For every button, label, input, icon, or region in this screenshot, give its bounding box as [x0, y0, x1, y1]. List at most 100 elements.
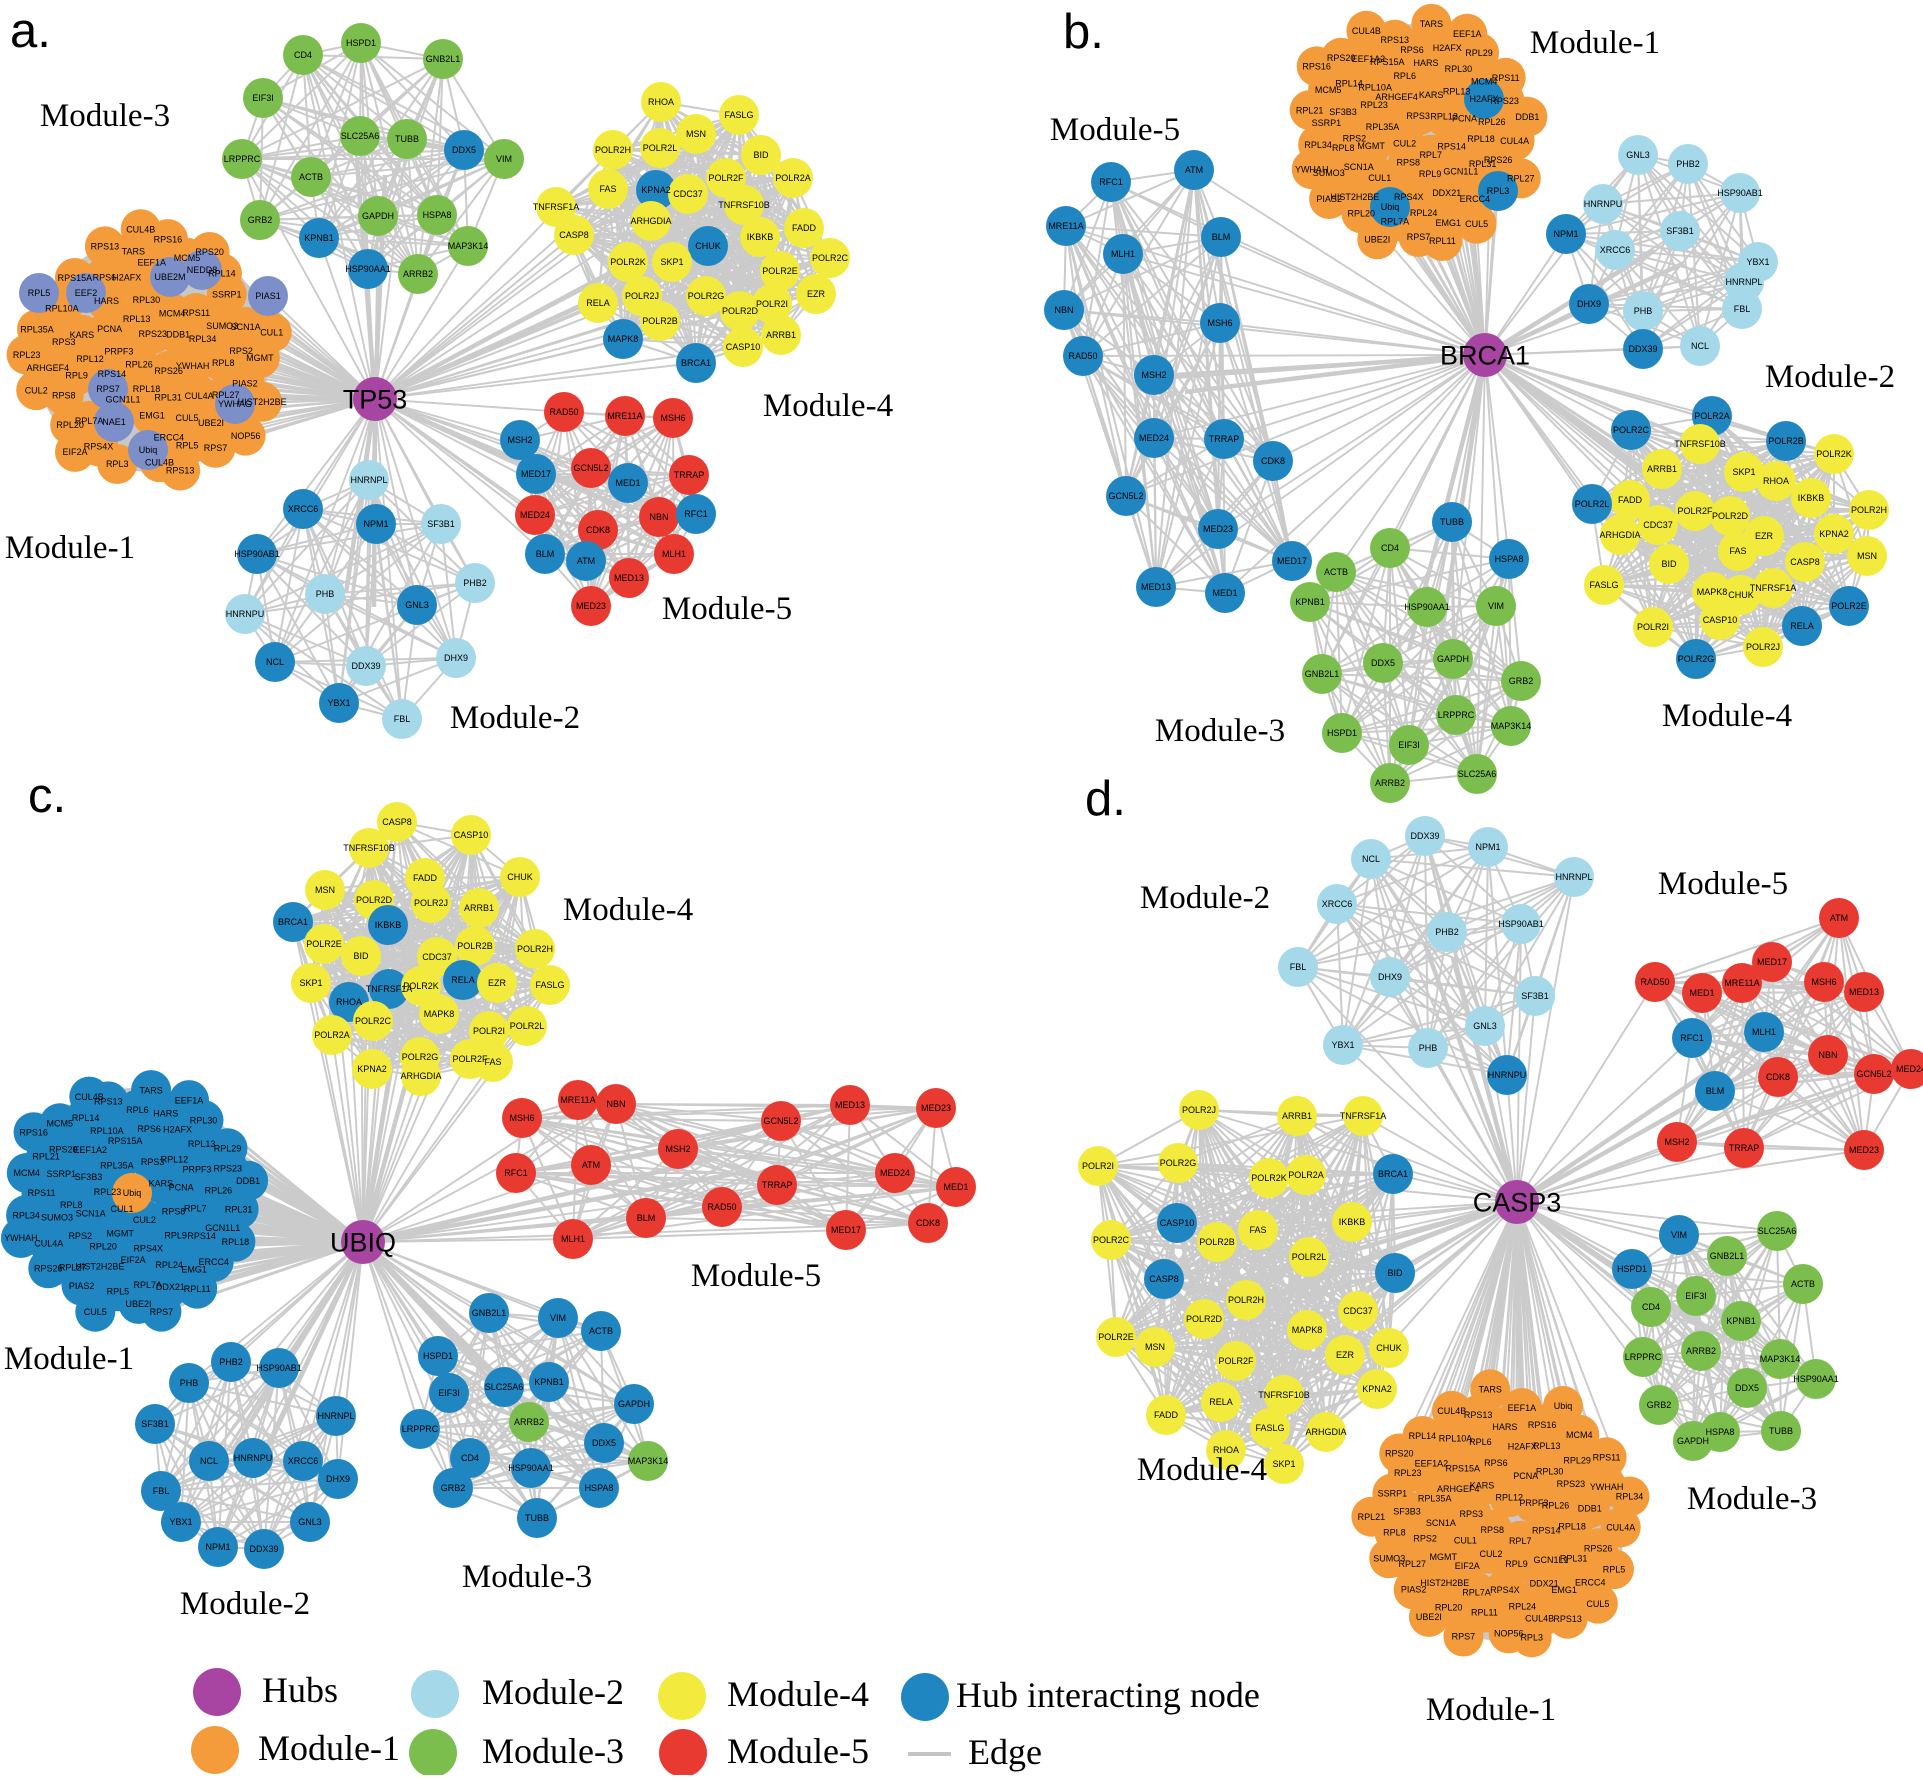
svg-text:HSPD1: HSPD1	[423, 1351, 453, 1361]
svg-text:RPL21: RPL21	[1358, 1512, 1386, 1522]
svg-text:RPS23: RPS23	[214, 1163, 243, 1173]
svg-text:YBX1: YBX1	[169, 1517, 192, 1527]
svg-text:UBE2I: UBE2I	[1364, 234, 1390, 244]
svg-text:PHB2: PHB2	[219, 1357, 243, 1367]
svg-text:RPL6: RPL6	[1393, 71, 1416, 81]
svg-text:KARS: KARS	[1470, 1481, 1495, 1491]
svg-text:RPS4X: RPS4X	[84, 442, 114, 452]
svg-text:CASP8: CASP8	[559, 230, 589, 240]
svg-text:POLR2E: POLR2E	[1098, 1332, 1134, 1342]
svg-text:Module-5: Module-5	[727, 1731, 869, 1771]
svg-text:RPS4X: RPS4X	[133, 1243, 163, 1253]
svg-text:NCL: NCL	[1691, 341, 1709, 351]
svg-text:POLR2B: POLR2B	[1768, 436, 1804, 446]
svg-text:EIF3I: EIF3I	[252, 93, 274, 103]
svg-text:EEF2: EEF2	[75, 288, 98, 298]
svg-text:RPL8: RPL8	[60, 1200, 83, 1210]
svg-text:XRCC6: XRCC6	[1600, 245, 1631, 255]
svg-text:HSP90AA1: HSP90AA1	[1404, 602, 1450, 612]
svg-text:CUL4A: CUL4A	[185, 391, 214, 401]
svg-text:MRE11A: MRE11A	[560, 1095, 595, 1105]
svg-text:HNRNPU: HNRNPU	[234, 1453, 273, 1463]
svg-text:FAS: FAS	[484, 1057, 501, 1067]
svg-text:RPS6: RPS6	[93, 273, 117, 283]
svg-text:POLR2G: POLR2G	[402, 1052, 439, 1062]
svg-text:RPL7A: RPL7A	[75, 416, 104, 426]
svg-text:FBL: FBL	[153, 1486, 170, 1496]
svg-text:RPS16: RPS16	[1528, 1420, 1557, 1430]
svg-text:MCM5: MCM5	[1315, 85, 1342, 95]
svg-text:POLR2E: POLR2E	[306, 939, 342, 949]
svg-text:SCN1A: SCN1A	[76, 1209, 106, 1219]
svg-text:RHOA: RHOA	[1763, 476, 1789, 486]
svg-text:MAPK8: MAPK8	[1697, 587, 1728, 597]
svg-text:MED24: MED24	[880, 1168, 910, 1178]
svg-text:HNRNPL: HNRNPL	[350, 475, 387, 485]
svg-text:MCM5: MCM5	[174, 253, 201, 263]
svg-text:POLR2H: POLR2H	[1851, 505, 1887, 515]
svg-text:CUL1: CUL1	[1368, 173, 1391, 183]
svg-text:CASP8: CASP8	[1149, 1274, 1179, 1284]
svg-text:KPNB1: KPNB1	[1726, 1316, 1756, 1326]
svg-text:TARS: TARS	[139, 1085, 162, 1095]
svg-text:RPL29: RPL29	[1465, 48, 1493, 58]
svg-text:MSH2: MSH2	[507, 435, 532, 445]
svg-text:RHOA: RHOA	[648, 97, 674, 107]
svg-text:POLR2C: POLR2C	[1093, 1235, 1130, 1245]
svg-text:TUBB: TUBB	[1440, 517, 1464, 527]
svg-text:RPS13: RPS13	[166, 466, 195, 476]
svg-text:RPL5: RPL5	[28, 288, 51, 298]
svg-text:EZR: EZR	[488, 978, 507, 988]
svg-text:RPL7A: RPL7A	[134, 1280, 163, 1290]
svg-text:XRCC6: XRCC6	[1322, 899, 1353, 909]
svg-text:KARS: KARS	[70, 330, 95, 340]
svg-text:RPS7: RPS7	[150, 1307, 174, 1317]
svg-text:RPS20: RPS20	[1385, 1449, 1414, 1459]
svg-text:POLR2G: POLR2G	[1678, 654, 1715, 664]
svg-text:CDK8: CDK8	[1766, 1072, 1790, 1082]
svg-text:CHUK: CHUK	[1376, 1343, 1402, 1353]
svg-text:KPNB1: KPNB1	[304, 233, 334, 243]
svg-text:POLR2B: POLR2B	[642, 316, 678, 326]
svg-text:d.: d.	[1085, 772, 1126, 826]
svg-text:SLC25A6: SLC25A6	[1458, 769, 1497, 779]
svg-text:POLR2L: POLR2L	[1292, 1252, 1327, 1262]
svg-text:RPL9: RPL9	[164, 1230, 187, 1240]
svg-text:FADD: FADD	[1154, 1410, 1179, 1420]
svg-text:TNFRSF1A: TNFRSF1A	[366, 984, 413, 994]
svg-text:MCM4: MCM4	[1566, 1430, 1593, 1440]
svg-text:DDX39: DDX39	[1410, 831, 1439, 841]
svg-text:c.: c.	[28, 769, 66, 823]
svg-text:RPL12: RPL12	[76, 354, 104, 364]
svg-text:IKBKB: IKBKB	[1798, 493, 1825, 503]
svg-text:MRE11A: MRE11A	[1724, 978, 1759, 988]
svg-text:Module-3: Module-3	[1687, 1481, 1817, 1517]
svg-text:LRPPRC: LRPPRC	[402, 1424, 439, 1434]
svg-text:HSP90AA1: HSP90AA1	[345, 264, 391, 274]
svg-text:UBE2M: UBE2M	[154, 272, 185, 282]
svg-text:DDB1: DDB1	[1578, 1503, 1602, 1513]
svg-text:FADD: FADD	[413, 873, 438, 883]
svg-text:RPL31: RPL31	[1560, 1554, 1588, 1564]
svg-text:PHB2: PHB2	[1435, 927, 1459, 937]
svg-text:RPS3: RPS3	[1406, 111, 1430, 121]
svg-text:CDK8: CDK8	[1261, 456, 1285, 466]
svg-text:RPL27: RPL27	[59, 1262, 87, 1272]
svg-text:RPS14: RPS14	[98, 369, 127, 379]
svg-text:RPL35A: RPL35A	[1418, 1494, 1452, 1504]
svg-text:HSP90AB1: HSP90AB1	[1498, 919, 1544, 929]
svg-text:ARRB2: ARRB2	[514, 1417, 544, 1427]
svg-text:MCM5: MCM5	[47, 1118, 74, 1128]
svg-text:Hub interacting node: Hub interacting node	[956, 1675, 1260, 1715]
svg-text:RELA: RELA	[1790, 621, 1814, 631]
svg-text:RPL34: RPL34	[189, 334, 217, 344]
svg-text:UBE2I: UBE2I	[125, 1299, 151, 1309]
svg-text:DDX21: DDX21	[156, 1282, 185, 1292]
svg-text:POLR2G: POLR2G	[688, 291, 725, 301]
svg-text:RPL5: RPL5	[1603, 1564, 1626, 1574]
svg-text:RPL12: RPL12	[1430, 111, 1458, 121]
svg-text:HSPA8: HSPA8	[423, 210, 452, 220]
svg-text:RAD50: RAD50	[1640, 977, 1669, 987]
svg-text:NCL: NCL	[1362, 854, 1380, 864]
svg-text:MAPK8: MAPK8	[608, 334, 639, 344]
